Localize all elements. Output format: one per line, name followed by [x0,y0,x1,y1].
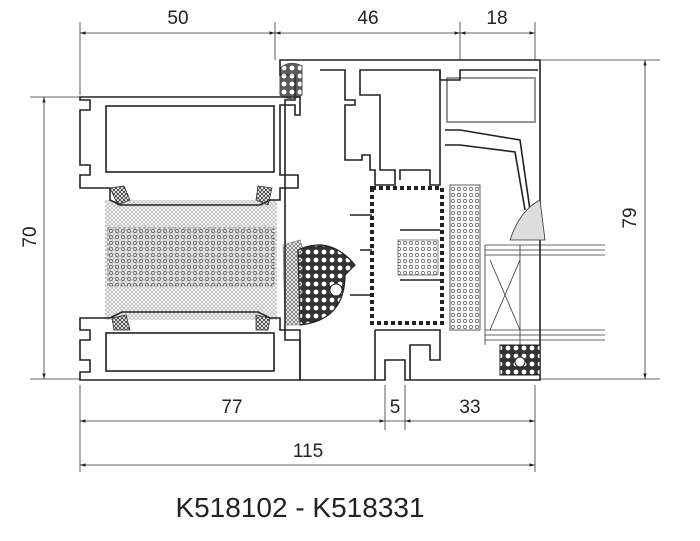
drawing-title: K518102 - K518331 [175,492,425,523]
sash-profile [79,96,301,381]
dim-bottom-77: 77 [221,397,242,418]
dim-overall-115: 115 [293,441,323,462]
dimension-labels: 50 46 18 70 79 77 5 33 115 [20,8,641,462]
dim-top-18: 18 [486,8,507,29]
dim-top-46: 46 [357,8,378,29]
dim-left-70: 70 [20,226,41,247]
dimension-lines [42,31,647,467]
dim-bottom-33: 33 [459,397,480,418]
extension-lines [30,22,660,472]
dim-right-79: 79 [620,207,641,228]
dim-top-50: 50 [167,8,188,29]
dim-bottom-5: 5 [390,397,401,418]
frame-profile [279,59,605,381]
